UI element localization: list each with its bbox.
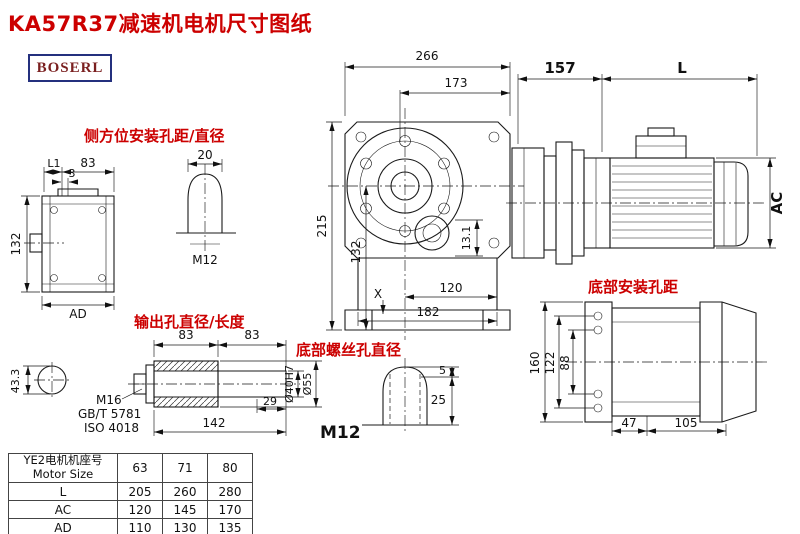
table-cell: 63 — [117, 453, 163, 483]
dim-bottom-hole-tip: 5 — [439, 364, 446, 377]
dim-left-height: 132 — [9, 233, 23, 256]
dim-side-hole-thread: M12 — [192, 253, 218, 267]
bottom-mount-view: 底部安装孔距 160 122 88 47 105 — [528, 278, 768, 436]
terminal-box — [635, 135, 687, 159]
dim-side-motor-length: L — [677, 59, 687, 77]
front-view: 266 173 215 132 120 182 13.1 X — [315, 49, 524, 340]
dim-front-total-width: 266 — [416, 49, 439, 63]
label-bottom-screw-hole: 底部螺丝孔直径 — [296, 341, 401, 359]
side-mount-hole-detail: 侧方位安装孔距/直径 20 M12 — [84, 127, 236, 267]
motor-size-header-cn: YE2电机机座号 — [23, 453, 103, 468]
output-flange-circle — [346, 127, 464, 245]
dim-output-end-width: 43.3 — [9, 369, 22, 394]
dim-output-outer-dia: Ø55 — [301, 373, 314, 396]
dim-output-key-length: 29 — [263, 395, 277, 408]
dim-left-l1: L1 — [47, 157, 60, 170]
output-shaft — [154, 361, 287, 407]
dim-side-hole-diameter: 20 — [197, 148, 212, 162]
brand-logo: BOSERL — [28, 54, 112, 82]
dim-output-bore: Ø40H7 — [283, 365, 296, 403]
table-cell: 110 — [117, 518, 163, 534]
dim-side-motor-height: AC — [768, 192, 786, 215]
dim-mount-inner-holes: 88 — [558, 355, 572, 370]
table-row-label: AD — [8, 518, 118, 534]
table-cell: 205 — [117, 482, 163, 501]
dim-bottom-hole-thread: M12 — [320, 423, 361, 443]
dim-mount-outer-holes: 122 — [543, 352, 557, 375]
input-boss-circle — [414, 215, 450, 251]
dim-left-ad: AD — [69, 307, 86, 321]
table-cell: 135 — [207, 518, 253, 534]
dim-front-x-mark: X — [374, 287, 382, 301]
side-hole-plug — [187, 173, 223, 234]
motor-size-header-en: Motor Size — [32, 467, 94, 481]
table-cell: 145 — [162, 500, 208, 519]
table-header-row: YE2电机机座号 Motor Size 63 71 80 — [8, 453, 253, 483]
dim-output-thread: M16 — [96, 393, 122, 407]
label-side-mount-holes: 侧方位安装孔距/直径 — [84, 127, 224, 145]
table-cell: 170 — [207, 500, 253, 519]
table-row-label: L — [8, 482, 118, 501]
left-side-view: L1 83 3 132 AD — [9, 156, 115, 321]
table-cell: 130 — [162, 518, 208, 534]
dim-output-standard-1: GB/T 5781 — [78, 407, 141, 421]
table-row-label: AC — [8, 500, 118, 519]
dim-mount-total: 160 — [528, 352, 542, 375]
dim-mount-x2: 105 — [675, 416, 698, 430]
dim-front-base-width: 182 — [417, 305, 440, 319]
dim-mount-x1: 47 — [621, 416, 636, 430]
dim-output-shaft-length: 83 — [244, 328, 259, 342]
dim-left-step: 3 — [69, 167, 76, 180]
motor-size-header: YE2电机机座号 Motor Size — [8, 453, 118, 483]
table-row: AD 110 130 135 — [8, 518, 253, 534]
label-output-hole: 输出孔直径/长度 — [134, 313, 245, 331]
table-cell: 260 — [162, 482, 208, 501]
dim-front-foot-span: 120 — [440, 281, 463, 295]
output-shaft-detail: 输出孔直径/长度 43.3 83 83 M16 GB/T 5 — [9, 313, 322, 436]
dim-output-hub-length: 83 — [178, 328, 193, 342]
dim-output-standard-2: ISO 4018 — [84, 421, 139, 435]
side-view-motor: 157 L AC — [506, 59, 786, 265]
motor-size-table: YE2电机机座号 Motor Size 63 71 80 L 205 260 2… — [8, 453, 253, 534]
dim-front-total-height: 215 — [315, 215, 329, 238]
dim-left-face-width: 83 — [80, 156, 95, 170]
dim-front-flange-width: 173 — [445, 76, 468, 90]
table-cell: 80 — [207, 453, 253, 483]
table-row: AC 120 145 170 — [8, 500, 253, 519]
table-cell: 120 — [117, 500, 163, 519]
dim-front-center-height: 132 — [349, 241, 363, 264]
dim-output-total-length: 142 — [203, 416, 226, 430]
page-title: KA57R37减速机电机尺寸图纸 — [8, 12, 313, 36]
table-cell: 280 — [207, 482, 253, 501]
bottom-screw-hole-detail: 底部螺丝孔直径 5 25 M12 — [296, 341, 459, 443]
fan-cover — [713, 161, 749, 247]
label-bottom-mount-holes: 底部安装孔距 — [588, 278, 678, 296]
table-row: L 205 260 280 — [8, 482, 253, 501]
brand-logo-text: BOSERL — [36, 59, 104, 76]
bottom-hole-plug — [382, 366, 428, 426]
table-cell: 71 — [162, 453, 208, 483]
dim-side-gear-length: 157 — [544, 59, 575, 77]
dim-bottom-hole-depth: 25 — [431, 393, 446, 407]
dim-front-step: 13.1 — [460, 226, 473, 251]
